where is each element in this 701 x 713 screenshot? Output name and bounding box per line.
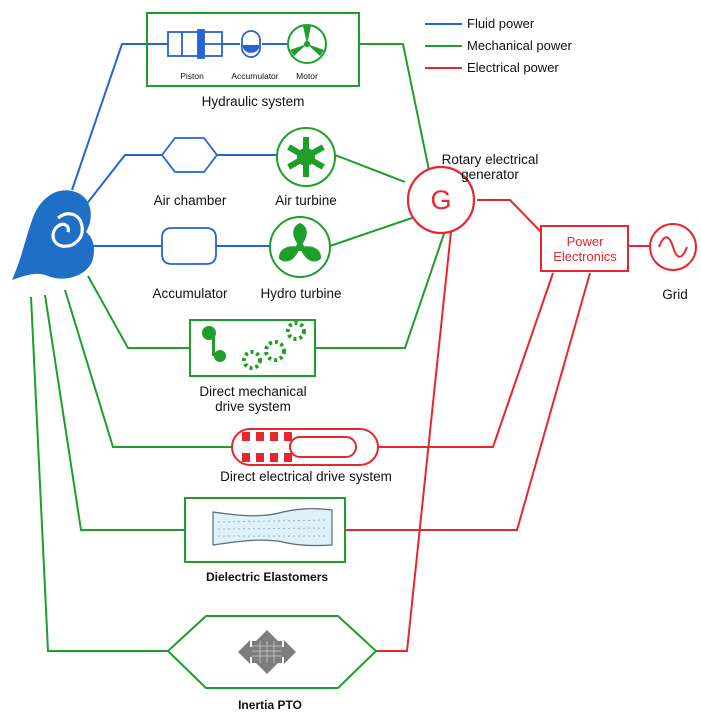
air-chamber-icon [160,137,219,173]
mech-line-direct-elec [64,289,232,448]
fluid-lines [71,43,287,247]
mech-line-dielectric [44,294,185,531]
legend-electrical: Electrical power [467,60,559,75]
electrical-lines [345,199,650,652]
air-turbine-label: Air turbine [275,193,337,208]
power-electronics-box [540,225,629,272]
mech-line-hydraulic-out [360,43,433,186]
fluid-line-hydraulic [71,43,168,191]
accumulator-label: Accumulator [152,286,228,301]
wave-icon [12,190,94,280]
hydraulic-system-box [146,12,360,87]
grid-label: Grid [662,287,688,302]
propeller-icon [269,216,331,278]
motor-label: Motor [296,71,318,81]
legend-mechanical: Mechanical power [467,38,572,53]
mech-line-direct-mech-out [315,221,449,349]
mech-line-inertia [30,296,168,652]
cross-arrows-grid [252,641,282,663]
mech-line-air-out [334,154,406,183]
legend-fluid: Fluid power [467,16,535,31]
elec-line-inertia [376,221,453,652]
mech-line-hydro-out [329,217,413,247]
air-chamber-label: Air chamber [153,193,227,208]
inertia-pto-label: Inertia PTO [238,698,302,712]
hydraulic-system-label: Hydraulic system [201,94,305,109]
fan-icon [287,24,327,64]
generator-symbol: G [430,185,452,215]
fluid-line-air [77,154,278,216]
mechanical-lines [30,43,449,652]
accumulator-icon [241,30,261,58]
generator-label-line2: generator [461,167,519,182]
sine-wave-icon [649,223,697,271]
legend-lines [425,23,462,69]
mech-line-direct-mech-in [87,275,190,349]
generator-label-line1: Rotary electrical [441,152,539,167]
power-electronics-line1: Power [566,234,604,249]
direct-electrical-label: Direct electrical drive system [220,469,392,484]
linear-generator-icon [231,428,379,466]
piston-label: Piston [180,71,204,81]
generator-circle [406,165,476,235]
elec-line-direct-elec [378,272,554,448]
direct-mechanical-label-line2: drive system [215,399,291,414]
elec-line-dielectric [345,272,591,531]
hydro-turbine-label: Hydro turbine [260,286,342,301]
accumulator-small-label: Accumulator [231,71,279,81]
gears-icon [202,321,306,370]
elec-line-gen-to-pe [477,199,543,234]
dielectric-label: Dielectric Elastomers [205,570,329,584]
accumulator-vessel-icon [161,227,217,265]
direct-mechanical-label-line1: Direct mechanical [199,384,307,399]
elastomer-membrane-icon [212,508,333,547]
star-turbine-icon [276,127,336,187]
piston-icon [167,29,223,59]
power-electronics-line2: Electronics [553,249,617,264]
